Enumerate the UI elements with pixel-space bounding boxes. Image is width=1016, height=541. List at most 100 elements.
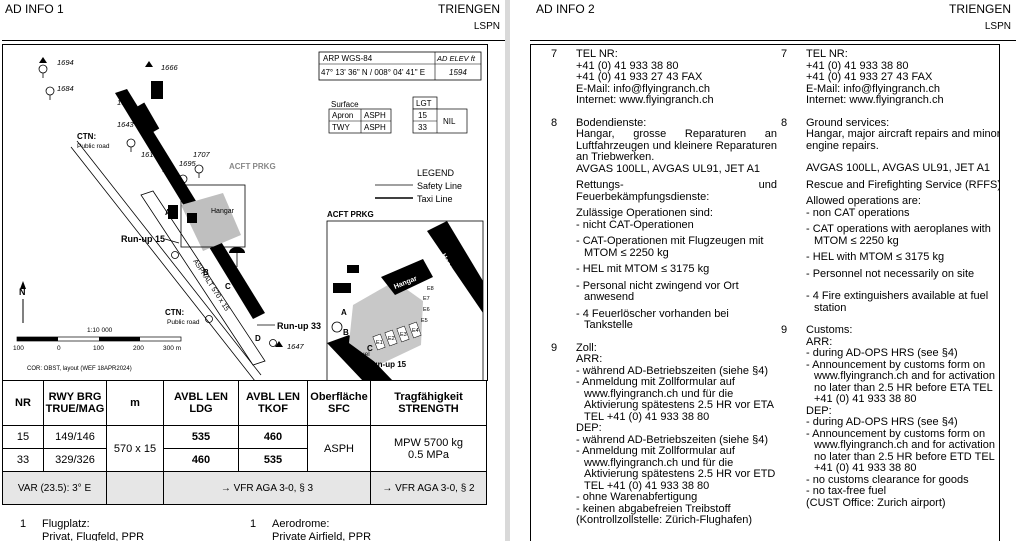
location-name: TRIENGEN [437, 2, 500, 16]
twy-letter-a: A [165, 208, 171, 217]
section-9-de: 9 Zoll: ARR: - während AD-Betriebszeiten… [551, 341, 776, 526]
ctn-label-top: CTN: [77, 132, 96, 141]
surface-twy-value: ASPH [364, 123, 386, 132]
col-tkof: AVBL LEN TKOF [238, 380, 308, 426]
aerodrome-map: ARP WGS-84 AD ELEV ft 47° 13' 36" N / 00… [13, 51, 484, 381]
tree-symbols [38, 64, 277, 347]
inset-e8: E8 [427, 286, 434, 292]
north-arrow: N [19, 281, 26, 323]
page-title: AD INFO 2 [536, 2, 595, 16]
acft-prkg-label: ACFT PRKG [229, 162, 276, 171]
arp-coords: 47° 13' 36" N / 008° 04' 41" E [321, 68, 425, 77]
scale-tick-100a: 100 [13, 345, 24, 352]
section-1-num-en: 1 [250, 518, 257, 530]
section-7-de: 7 TEL NR: +41 (0) 41 933 38 80 +41 (0) 4… [551, 48, 714, 106]
inset-e5: E5 [421, 318, 428, 324]
inset-runup-label: Run-up 15 [367, 360, 407, 369]
elev-label: AD ELEV ft [436, 54, 476, 63]
ctn-sub-top: Public road [77, 143, 110, 150]
legend-taxi: Taxi Line [417, 194, 453, 204]
table-row-notes: VAR (23.5): 3° E → VFR AGA 3-0, § 3 → VF… [2, 471, 487, 505]
ad-info-2-page: AD INFO 2 TRIENGEN LSPN 7 TEL NR: +41 (0… [510, 0, 1016, 541]
inset-e7: E7 [423, 296, 430, 302]
scale-ratio: 1:10 000 [87, 327, 113, 334]
elev-1695: 1695 [179, 159, 197, 168]
section-9-en: 9 Customs: ARR: - during AD-OPS HRS (see… [781, 324, 995, 509]
arp-label: ARP WGS-84 [323, 54, 373, 63]
runway-table: NR RWY BRG TRUE/MAG m AVBL LEN LDG AVBL … [2, 380, 487, 505]
rwy-tkof: 460 [238, 425, 308, 449]
col-nr: NR [2, 380, 44, 426]
runup-33-label: Run-up 33 [277, 321, 321, 331]
elev-1649: 1649 [117, 98, 135, 107]
ad-info-1-page: AD INFO 1 TRIENGEN LSPN ARP WGS-84 AD EL… [0, 0, 505, 541]
acft-prkg-inset: ACFT PRKG Hangar Hangar Fuel A B C Run-u… [326, 210, 484, 381]
inset-letter-b: B [343, 328, 349, 337]
section-1-en: Aerodrome:Private Airfield, PPR [272, 518, 372, 541]
legend: LEGEND Safety Line Taxi Line [375, 168, 462, 204]
inset-e2: E2 [388, 336, 395, 342]
rwy-ldg: 535 [163, 425, 239, 449]
elev-1684: 1684 [57, 84, 74, 93]
elev-1666: 1666 [161, 63, 179, 72]
inset-e4: E4 [412, 328, 419, 334]
arp-box: ARP WGS-84 AD ELEV ft 47° 13' 36" N / 00… [318, 51, 482, 81]
icao-code: LSPN [984, 21, 1011, 32]
elev-1619: 1619 [141, 150, 159, 159]
german-column: 7 TEL NR: +41 (0) 41 933 38 80 +41 (0) 4… [551, 48, 777, 538]
lgt-33: 33 [418, 123, 427, 132]
rwy-nr: 15 [2, 425, 44, 449]
airfield-drawing: Hangar ACFT PRKG ASPHALT 570 x 15 Run-up… [38, 57, 321, 381]
lgt-title: LGT [416, 99, 432, 108]
ctn-label-bottom: CTN: [165, 308, 184, 317]
section-1-num: 1 [20, 518, 27, 530]
elev-value: 1594 [449, 68, 467, 77]
col-sfc: Oberfläche SFC [307, 380, 371, 426]
surface-apron: Apron [332, 111, 353, 120]
rwy-tkof: 535 [238, 448, 308, 472]
vfr-note-2: → VFR AGA 3-0, § 2 [370, 471, 487, 505]
rwy-ldg: 460 [163, 448, 239, 472]
var-note: VAR (23.5): 3° E [2, 471, 107, 505]
scale-bar: 1:10 000 100 0 100 200 300 m [13, 327, 182, 352]
twy-letter-d: D [255, 334, 261, 343]
header-rule [530, 40, 1016, 41]
legend-safety: Safety Line [417, 181, 462, 191]
vfr-note-1: → VFR AGA 3-0, § 3 [163, 471, 371, 505]
section-8-en: 8 Ground services: Hangar, major aircraf… [781, 116, 1000, 314]
ctn-sub-bottom: Public road [167, 319, 200, 326]
twy-letter-c: C [225, 282, 231, 291]
surface-box: Surface Apron ASPH TWY ASPH [328, 100, 392, 134]
location-name: TRIENGEN [948, 2, 1011, 16]
north-label: N [19, 287, 26, 297]
lgt-15: 15 [418, 111, 427, 120]
scale-tick-200: 200 [133, 345, 144, 352]
icao-code: LSPN [473, 21, 500, 32]
runup-15-label: Run-up 15 [121, 234, 165, 244]
elev-1643: 1643 [117, 120, 135, 129]
rwy-nr: 33 [2, 448, 44, 472]
header-rule [2, 40, 505, 41]
table-row: 15 149/146 570 x 15 535 460 ASPH MPW 570… [2, 425, 487, 472]
rwy-brg: 149/146 [43, 425, 107, 449]
scale-tick-300: 300 m [163, 345, 181, 352]
inset-e6: E6 [423, 307, 430, 313]
cor-note: COR: OBST, layout (WEF 18APR2024) [27, 366, 132, 372]
surface-twy: TWY [332, 123, 350, 132]
col-ldg: AVBL LEN LDG [163, 380, 239, 426]
rwy-brg: 329/326 [43, 448, 107, 472]
surface-title: Surface [331, 100, 359, 109]
english-column: 7 TEL NR: +41 (0) 41 933 38 80 +41 (0) 4… [781, 48, 1000, 520]
section-1-de: Flugplatz:Privat, Flugfeld, PPR [42, 518, 145, 541]
info-box: 7 TEL NR: +41 (0) 41 933 38 80 +41 (0) 4… [530, 44, 1000, 541]
scale-tick-100: 100 [93, 345, 104, 352]
hangar-label: Hangar [211, 208, 235, 215]
rwy-surface: ASPH [307, 425, 371, 472]
surface-apron-value: ASPH [364, 111, 386, 120]
aerodrome-chart: ARP WGS-84 AD ELEV ft 47° 13' 36" N / 00… [2, 44, 488, 381]
twy-letter-b: B [203, 268, 209, 277]
col-m: m [106, 380, 164, 426]
elev-1647: 1647 [287, 342, 305, 351]
scale-tick-0: 0 [57, 345, 61, 352]
